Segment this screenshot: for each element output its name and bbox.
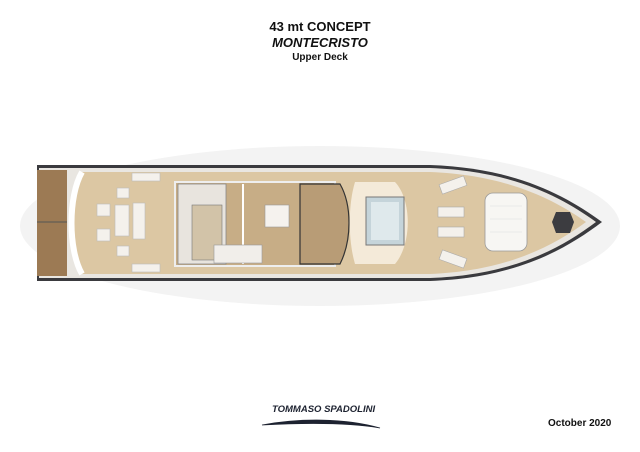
date-label: October 2020 [548, 418, 612, 429]
designer-logo: TOMMASO SPADOLINI [272, 404, 376, 415]
aft-bulwark [68, 170, 85, 276]
sunbeds [437, 175, 468, 269]
yacht-name: MONTECRISTO [272, 35, 368, 50]
bed [264, 204, 290, 228]
helm-area [299, 183, 350, 265]
aft-lounge [96, 172, 161, 273]
aft-swim-platform [37, 170, 67, 276]
anchor-windlass-icon [552, 212, 574, 233]
deck-label: Upper Deck [292, 52, 348, 63]
logo-swoosh [261, 419, 381, 429]
drawing-title: 43 mt CONCEPT [269, 19, 371, 34]
foredeck-sunpad [484, 192, 528, 252]
